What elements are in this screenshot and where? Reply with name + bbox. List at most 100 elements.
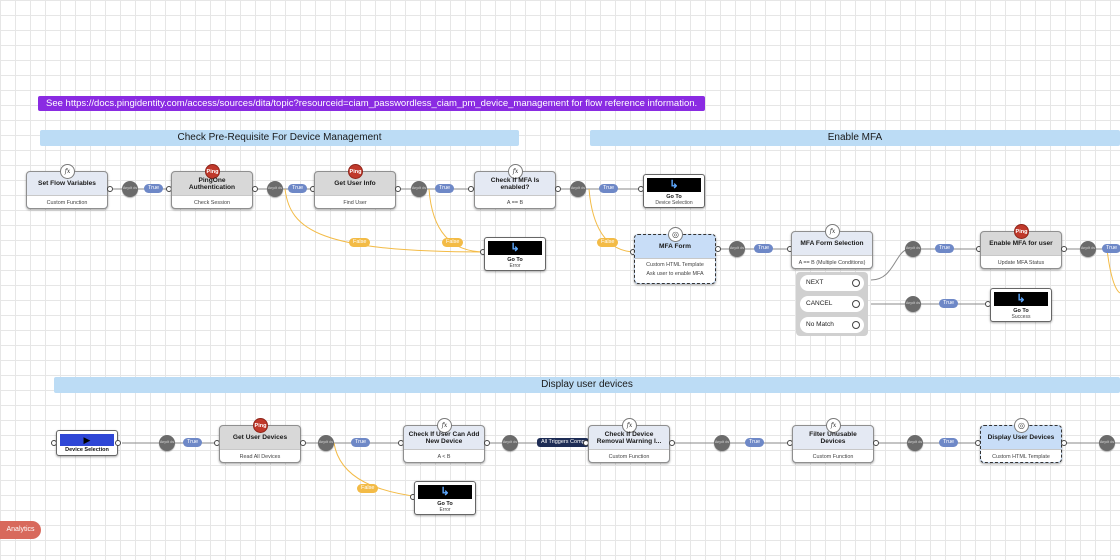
connector-node[interactable]: Any•It •Is [729,241,745,257]
connector-node[interactable]: Any•It •Is [570,181,586,197]
node-goto-device-selection[interactable]: ↳ Go To Device Selection [643,174,705,208]
connector-node[interactable]: Any•It •Is [907,435,923,451]
input-port[interactable] [468,186,474,192]
node-display-user-devices[interactable]: ◎ Display User Devices Custom HTML Templ… [980,418,1062,463]
node-title: Set Flow Variables [38,180,96,187]
output-port[interactable] [873,440,879,446]
connector-node[interactable]: Any•It •Is [502,435,518,451]
node-title: Go To [437,501,453,507]
option-port[interactable] [852,300,860,308]
connector-node[interactable]: Any•It •Is [905,296,921,312]
node-subtitle: Error [439,507,451,513]
option-label: NEXT [806,279,824,286]
ping-icon: Ping [1014,224,1029,239]
option-port[interactable] [852,321,860,329]
connector-node[interactable]: Any•It •Is [905,241,921,257]
node-title: MFA Form Selection [800,240,864,247]
node-subtitle: Custom Function [589,449,669,462]
node-check-device-removal[interactable]: fx Check If Device Removal Warning I... … [588,418,670,463]
node-mfa-form-selection[interactable]: fx MFA Form Selection A == B (Multiple C… [791,224,873,269]
goto-icon: ↳ [418,485,472,499]
output-port[interactable] [669,440,675,446]
node-subtitle: Update MFA Status [981,255,1061,268]
node-title: MFA Form [659,243,691,250]
node-check-add-device[interactable]: fx Check If User Can Add New Device A < … [403,418,485,463]
node-goto-error[interactable]: ↳ Go To Error [484,237,546,271]
option-next[interactable]: NEXT [800,275,864,291]
option-cancel[interactable]: CANCEL [800,296,864,312]
true-label: True [935,244,955,253]
node-subtitle: Success [1011,314,1031,320]
output-port[interactable] [107,186,113,192]
play-icon: ▶ [60,434,114,446]
option-no-match[interactable]: No Match [800,317,864,333]
node-goto-error[interactable]: ↳ Go To Error [414,481,476,515]
output-port[interactable] [395,186,401,192]
connector-node[interactable]: Any•It •Is [318,435,334,451]
output-port[interactable] [252,186,258,192]
true-label: True [745,438,765,447]
node-check-mfa-enabled[interactable]: fx Check If MFA Is enabled? A == B [474,164,556,209]
globe-icon: ◎ [668,227,683,242]
node-title: Go To [666,194,682,200]
connector-node[interactable]: Any•It •Is [122,181,138,197]
connector-node[interactable]: Any•It •Is [1099,435,1115,451]
node-title: Filter Unusable Devices [809,430,857,445]
output-port[interactable] [115,440,121,446]
function-icon: fx [622,418,637,433]
ping-icon: Ping [205,164,220,179]
node-get-user-devices[interactable]: Ping Get User Devices Read All Devices [219,418,301,463]
function-icon: fx [826,418,841,433]
false-label: False [349,238,371,247]
node-subtitle: Check Session [172,195,252,208]
output-port[interactable] [555,186,561,192]
node-pingone-authentication[interactable]: Ping PingOne Authentication Check Sessio… [171,164,253,209]
connector-node[interactable]: Any•It •Is [714,435,730,451]
output-port[interactable] [1061,246,1067,252]
function-icon: fx [437,418,452,433]
section-enable-mfa: Enable MFA [590,130,1120,146]
true-label: True [288,184,308,193]
goto-icon: ↳ [647,178,701,192]
node-device-selection[interactable]: ▶ Device Selection [56,430,118,456]
output-port[interactable] [300,440,306,446]
node-filter-unusable-devices[interactable]: fx Filter Unusable Devices Custom Functi… [792,418,874,463]
output-port[interactable] [1061,440,1067,446]
output-port[interactable] [484,440,490,446]
node-title: Check If User Can Add New Device [408,430,480,445]
node-subtitle-line1: Custom HTML Template [646,262,704,268]
option-label: CANCEL [806,300,833,307]
node-title: Get User Info [334,180,376,187]
true-label: True [183,438,203,447]
connector-node[interactable]: Any•It •Is [267,181,283,197]
node-mfa-form[interactable]: ◎ MFA Form Custom HTML Template Ask user… [634,227,716,284]
analytics-tab[interactable]: Analytics [0,521,41,539]
connector-node[interactable]: Any•It •Is [411,181,427,197]
node-title: Device Selection [65,447,109,453]
node-goto-success[interactable]: ↳ Go To Success [990,288,1052,322]
true-label: True [351,438,371,447]
true-label: True [939,299,959,308]
node-title: PingOne Authentication [188,176,236,191]
option-label: No Match [806,321,834,328]
node-enable-mfa-for-user[interactable]: Ping Enable MFA for user Update MFA Stat… [980,224,1062,269]
node-title: Check If Device Removal Warning I... [596,430,662,445]
reference-banner[interactable]: See https://docs.pingidentity.com/access… [38,96,706,111]
node-subtitle: A < B [404,449,484,462]
connector-node[interactable]: Any•It •Is [1080,241,1096,257]
connector-node[interactable]: Any•It •Is [159,435,175,451]
option-port[interactable] [852,279,860,287]
node-subtitle: Find User [315,195,395,208]
false-label: False [597,238,619,247]
section-display-devices: Display user devices [54,377,1120,393]
globe-icon: ◎ [1014,418,1029,433]
true-label: True [754,244,774,253]
node-title: Get User Devices [232,434,288,441]
node-set-flow-variables[interactable]: fx Set Flow Variables Custom Function [26,164,108,209]
goto-icon: ↳ [488,241,542,255]
output-port[interactable] [715,246,721,252]
node-get-user-info[interactable]: Ping Get User Info Find User [314,164,396,209]
node-title: Check If MFA Is enabled? [490,176,540,191]
